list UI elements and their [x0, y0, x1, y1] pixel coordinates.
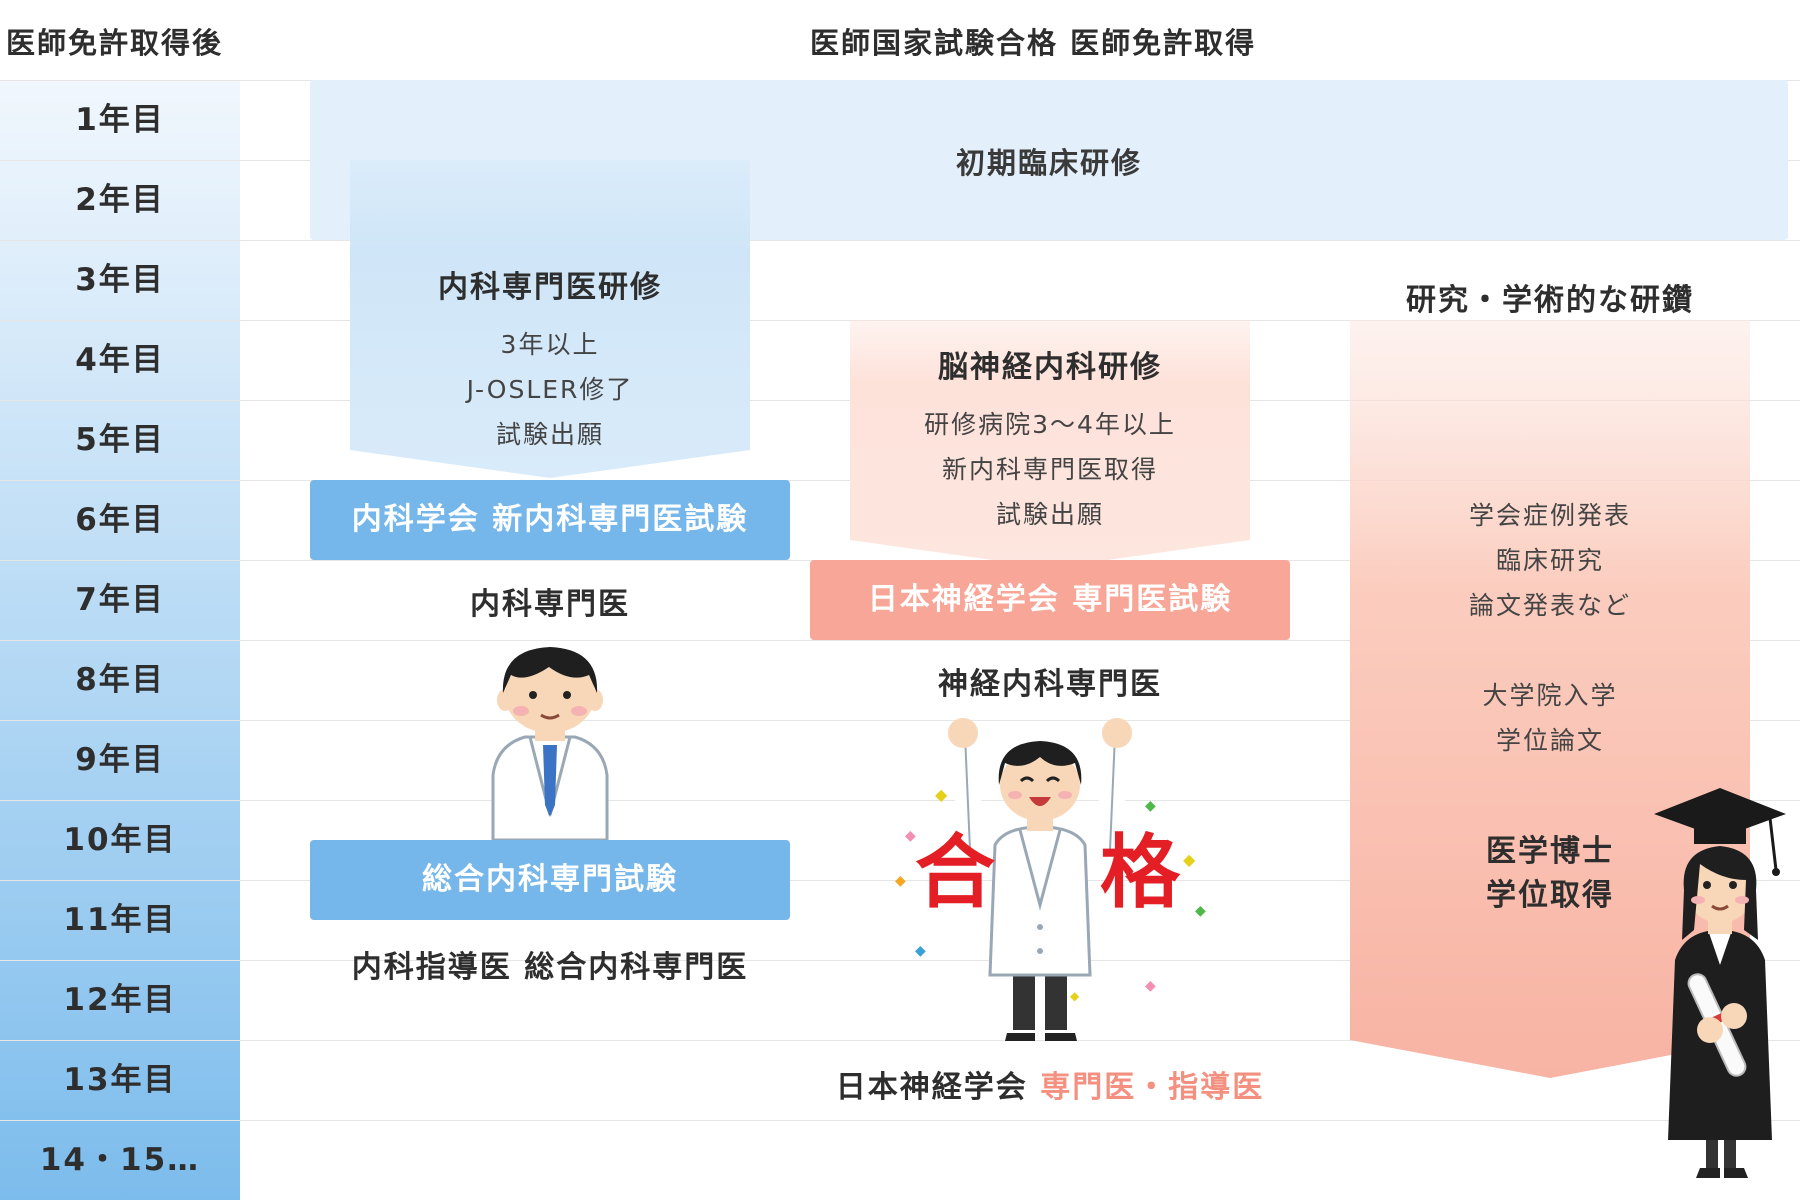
svg-text:◆: ◆ [905, 828, 916, 844]
svg-text:◆: ◆ [1145, 978, 1156, 994]
degree-line: 医学博士 [1486, 834, 1614, 869]
svg-text:◆: ◆ [1145, 798, 1156, 814]
year-label: 1年目 [75, 102, 165, 138]
year-label: 13年目 [63, 1062, 177, 1098]
row-divider [0, 1120, 1800, 1121]
male-doctor-illustration [491, 647, 609, 842]
neurology-final-prefix: 日本神経学会 [835, 1070, 1028, 1105]
year-label: 8年目 [75, 662, 165, 698]
svg-text:◆: ◆ [915, 943, 926, 959]
year-label: 10年目 [63, 822, 177, 858]
neurology-title: 脳神経内科研修 [938, 350, 1162, 385]
year-label: 9年目 [75, 742, 165, 778]
row-divider [0, 240, 1800, 241]
internal-medicine-arrow [350, 160, 750, 478]
detail-line: 学位論文 [1495, 726, 1604, 755]
detail-line: 臨床研究 [1495, 546, 1604, 575]
detail-line: 学会症例発表 [1468, 501, 1631, 530]
year-label: 3年目 [75, 262, 165, 298]
initial-training-label: 初期臨床研修 [955, 146, 1142, 180]
header-center: 医師国家試験合格 医師免許取得 [810, 26, 1257, 60]
graduate-illustration [1654, 788, 1786, 1178]
row-divider [0, 640, 1800, 641]
year-label: 7年目 [75, 582, 165, 618]
research-details-1: 学会症例発表 臨床研究 論文発表など [1350, 493, 1750, 628]
year-label: 4年目 [75, 342, 165, 378]
pass-char-right: 格 [1100, 826, 1180, 919]
row-divider [0, 880, 1800, 881]
row-divider [0, 1040, 1800, 1041]
detail-line: 試験出願 [495, 420, 604, 449]
pass-char-left: 合 [915, 826, 995, 919]
neurology-result: 神経内科専門医 [938, 667, 1162, 702]
year-label: 11年目 [63, 902, 177, 938]
year-label: 2年目 [75, 182, 165, 218]
neurology-arrow [850, 320, 1250, 568]
research-arrow [1350, 320, 1750, 1078]
degree-line: 学位取得 [1486, 878, 1614, 913]
neurology-final: 日本神経学会 専門医・指導医 [780, 1062, 1320, 1106]
svg-text:◆: ◆ [1070, 989, 1080, 1003]
detail-line: 論文発表など [1468, 591, 1631, 620]
detail-line: 試験出願 [995, 500, 1104, 529]
internal-medicine-result: 内科専門医 [470, 587, 630, 622]
year-label: 5年目 [75, 422, 165, 458]
detail-line: J-OSLER修了 [466, 375, 634, 404]
year-label: 14・15… [39, 1142, 201, 1178]
research-title: 研究・学術的な研鑽 [1406, 283, 1694, 318]
neurology-final-highlight: 専門医・指導医 [1040, 1070, 1265, 1105]
research-details-2: 大学院入学 学位論文 [1350, 673, 1750, 763]
row-divider [0, 800, 1800, 801]
neurology-details: 研修病院3〜4年以上 新内科専門医取得 試験出願 [850, 402, 1250, 537]
svg-text:◆: ◆ [1183, 850, 1196, 869]
row-divider [0, 960, 1800, 961]
detail-line: 新内科専門医取得 [941, 455, 1158, 484]
svg-text:◆: ◆ [935, 785, 948, 804]
internal-medicine-title: 内科専門医研修 [438, 270, 662, 305]
detail-line: 3年以上 [500, 330, 600, 359]
general-internal-medicine-exam-button[interactable]: 総合内科専門試験 [310, 840, 790, 920]
internal-medicine-final: 内科指導医 総合内科専門医 [351, 950, 749, 985]
header-left: 医師免許取得後 [6, 26, 224, 60]
internal-medicine-details: 3年以上 J-OSLER修了 試験出願 [350, 322, 750, 457]
research-degree: 医学博士 学位取得 [1350, 830, 1750, 918]
neurology-exam-button[interactable]: 日本神経学会 専門医試験 [810, 560, 1290, 640]
year-label: 12年目 [63, 982, 177, 1018]
internal-medicine-exam-button[interactable]: 内科学会 新内科専門医試験 [310, 480, 790, 560]
detail-line: 大学院入学 [1482, 681, 1618, 710]
passing-doctor-illustration: ◆ ◆ ◆ ◆ ◆ ◆ ◆ ◆ ◆ [895, 718, 1206, 1041]
year-label: 6年目 [75, 502, 165, 538]
svg-text:◆: ◆ [895, 873, 906, 889]
row-divider [0, 720, 1800, 721]
detail-line: 研修病院3〜4年以上 [924, 410, 1176, 439]
svg-text:◆: ◆ [1195, 903, 1206, 919]
